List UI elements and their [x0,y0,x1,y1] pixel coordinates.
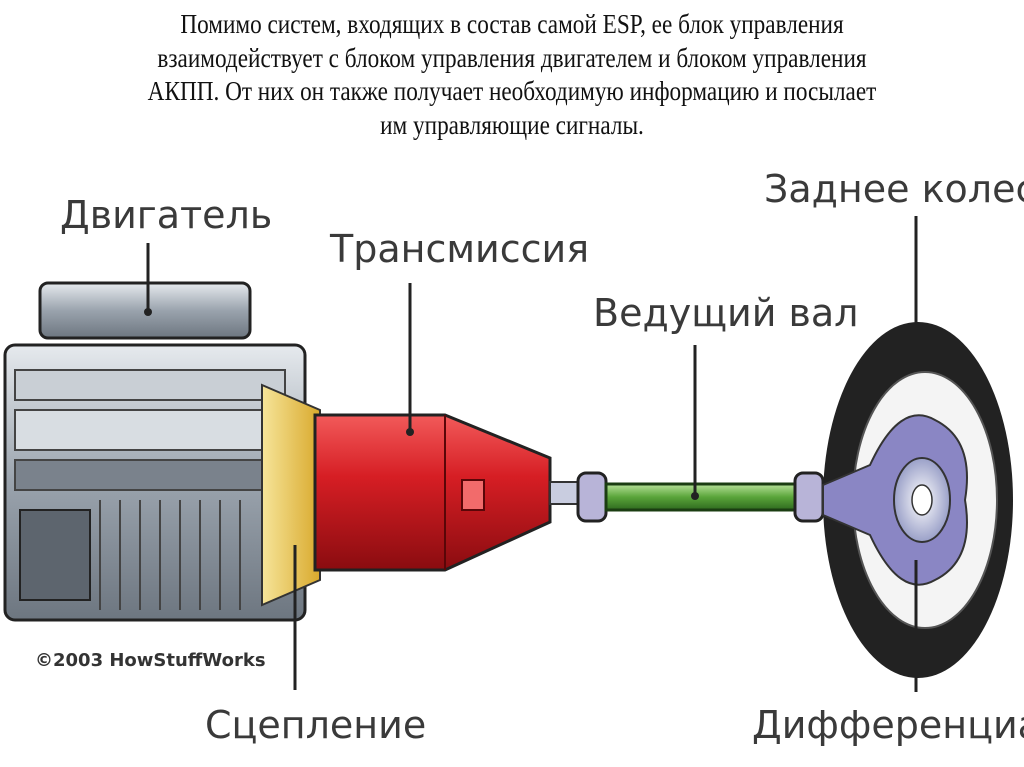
caption-line: взаимодействует с блоком управления двиг… [157,42,867,73]
label-clutch: Сцепление [205,703,426,747]
clutch-housing [261,383,321,607]
drive-shaft [549,471,825,523]
label-rear-wheel: Заднее колесо [764,167,1024,211]
rear-wheel [822,322,1013,678]
transmission [313,413,552,572]
caption-line: АКПП. От них он также получает необходим… [147,76,877,106]
label-differential: Дифференциал [752,703,1024,747]
label-transmission: Трансмиссия [329,227,589,271]
caption-line: Помимо систем, входящих в состав самой E… [180,9,844,39]
caption-line: им управляющие сигналы. [380,109,644,140]
engine [3,281,307,622]
copyright-text: ©2003 HowStuffWorks [35,650,266,671]
label-drive-shaft: Ведущий вал [593,291,858,335]
leader-lines [146,216,918,692]
slide-caption: Помимо систем, входящих в состав самой E… [0,8,1024,142]
label-engine: Двигатель [60,193,272,237]
